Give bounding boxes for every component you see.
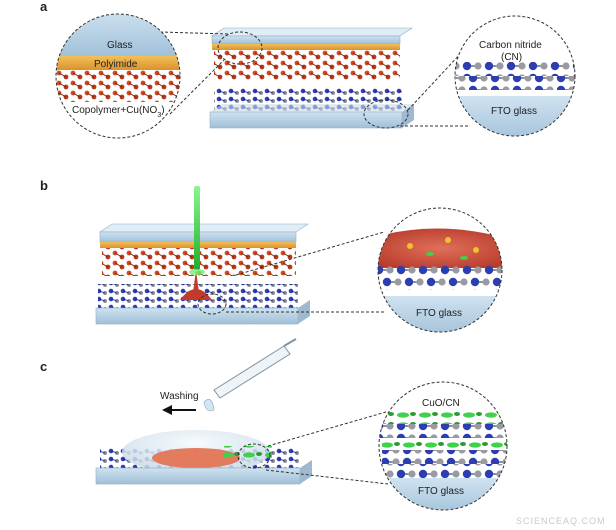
panel-a-label: a bbox=[40, 0, 48, 14]
label-cuo-cn: CuO/CN bbox=[422, 398, 460, 409]
label-fto-a: FTO glass bbox=[491, 106, 537, 117]
zoom-marker-a-top bbox=[217, 31, 263, 65]
panel-b-inset: FTO glass bbox=[377, 207, 503, 333]
panel-c-device bbox=[95, 430, 312, 485]
label-glass: Glass bbox=[107, 40, 133, 51]
washing-arrow-icon bbox=[162, 405, 196, 415]
panel-c-label: c bbox=[40, 359, 47, 374]
label-cn: (CN) bbox=[501, 52, 522, 63]
panel-a-inset-left: Glass Polyimide Copolymer+Cu(NO3) bbox=[55, 13, 181, 139]
label-carbon-nitride: Carbon nitride bbox=[479, 40, 542, 51]
label-fto-c: FTO glass bbox=[418, 486, 464, 497]
zoom-marker-b bbox=[197, 293, 227, 315]
watermark: SCIENCEAQ.COM bbox=[516, 516, 606, 526]
zoom-marker-a-bottom bbox=[363, 99, 409, 129]
label-polyimide: Polyimide bbox=[94, 59, 138, 70]
panel-b-label: b bbox=[40, 178, 48, 193]
label-washing: Washing bbox=[160, 391, 199, 402]
laser-beam bbox=[194, 186, 200, 270]
panel-a-device bbox=[209, 27, 414, 129]
label-copolymer: Copolymer+Cu(NO3) bbox=[72, 105, 165, 119]
panel-a-inset-right: Carbon nitride (CN) FTO glass bbox=[454, 15, 576, 137]
panel-b-device bbox=[95, 223, 310, 325]
panel-c-inset: CuO/CN FTO glass bbox=[378, 381, 508, 511]
label-fto-b: FTO glass bbox=[416, 308, 462, 319]
pipette-icon bbox=[203, 338, 297, 412]
zoom-marker-c bbox=[237, 443, 271, 469]
